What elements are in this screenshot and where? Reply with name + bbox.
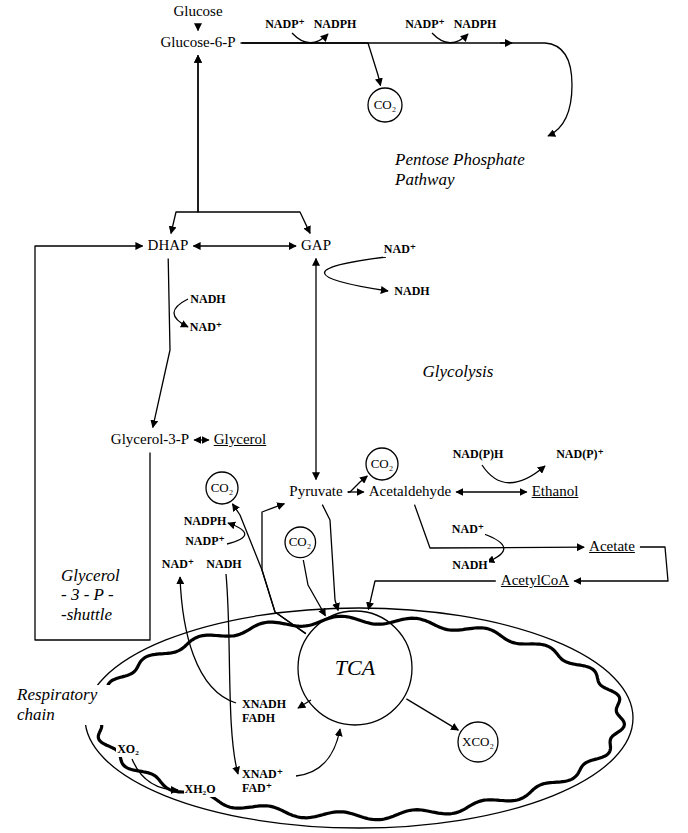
circle-shape	[285, 527, 316, 558]
node-text: AcetylCoA	[501, 572, 569, 589]
metabolite-node: DHAP	[145, 235, 192, 256]
metabolite-node: Glucose	[170, 1, 225, 22]
cofactor-label: NADPH	[313, 18, 358, 32]
pathway-name: Glycolysis	[422, 362, 495, 382]
cofactor-label: NADH	[451, 559, 488, 573]
reaction-arrow	[415, 505, 585, 548]
node-text: Acetate	[589, 538, 635, 555]
reaction-arrow	[315, 259, 316, 480]
cofactor-label: NADH	[393, 285, 430, 299]
reaction-arrow	[406, 699, 458, 730]
cofactor-label: NAD(P)⁺	[555, 448, 605, 462]
node-text: TCA	[335, 655, 375, 680]
node-text: DHAP	[148, 237, 189, 254]
reaction-arrow	[197, 25, 198, 31]
metabolite-node: Glycerol-3-P	[108, 429, 192, 450]
reaction-arrow	[153, 259, 170, 428]
node-text: CO₂	[374, 98, 397, 113]
cofactor-label: NADP⁺	[404, 18, 446, 32]
metabolite-node: Ethanol	[529, 481, 582, 502]
circle-shape	[206, 472, 238, 504]
node-text: Acetaldehyde	[369, 483, 451, 500]
node-text: GAP	[301, 237, 331, 254]
node-text: Respiratory chain	[17, 685, 113, 724]
reaction-arrow	[368, 581, 495, 610]
cofactor-label: NADP⁺	[264, 18, 306, 32]
cofactor-label: NAD⁺	[451, 523, 485, 537]
reaction-arrow	[194, 439, 209, 440]
metabolite-node: Glycerol	[211, 429, 269, 450]
cofactor-label: XNAD⁺ FAD⁺	[241, 768, 295, 796]
metabolite-node: AcetylCoA	[498, 570, 572, 591]
cofactor-label: NADPH	[183, 515, 228, 529]
node-text: CO₂	[371, 457, 394, 472]
circle-shape	[298, 611, 412, 725]
reaction-arrow	[303, 560, 325, 616]
node-text: XCO₂	[462, 735, 494, 750]
circle-node: CO₂	[367, 87, 403, 123]
metabolite-node: Acetaldehyde	[366, 481, 454, 502]
reaction-arrow	[198, 56, 310, 234]
mitochondrion-oval: Respiratory chainTCAXCO₂	[83, 606, 635, 830]
node-text: CO₂	[211, 481, 234, 496]
cofactor-label: NAD⁺	[383, 243, 417, 257]
outer-membrane	[85, 608, 633, 828]
reaction-arrow	[193, 245, 296, 246]
circle-node: XCO₂	[457, 721, 499, 763]
node-text: CO₂	[289, 535, 312, 550]
node-text: Pyruvate	[289, 483, 342, 500]
circle-node: TCA	[297, 610, 413, 726]
circle-shape	[368, 88, 402, 122]
node-text: Glycerol	[214, 431, 266, 448]
cofactor-label: NAD⁺	[161, 558, 195, 572]
node-text: Glucose	[173, 3, 222, 20]
cofactor-label: NADP⁺	[184, 535, 226, 549]
metabolite-node: Glucose-6-P	[158, 32, 239, 53]
node-text: Ethanol	[532, 483, 579, 500]
circle-shape	[458, 722, 498, 762]
circle-node: CO₂	[365, 447, 399, 481]
oval-outline	[83, 606, 635, 830]
metabolite-node: Pyruvate	[286, 481, 345, 502]
pathway-name: Glycerol - 3 - P - -shuttle	[60, 566, 124, 625]
reaction-arrow	[322, 505, 338, 611]
cofactor-label: NADPH	[453, 18, 498, 32]
cofactor-label: NAD⁺	[189, 321, 223, 335]
cofactor-label: XH₂O	[184, 783, 217, 797]
reaction-arrow	[171, 56, 198, 234]
pathway-name: Pentose Phosphate Pathway	[394, 150, 586, 189]
circle-node: CO₂	[284, 526, 317, 559]
cofactor-label: NADH	[189, 293, 226, 307]
node-text: Glycerol-3-P	[111, 431, 189, 448]
reaction-arrow	[348, 476, 368, 492]
circle-node: CO₂	[205, 471, 239, 505]
cofactor-label: NAD(P)H	[452, 448, 505, 462]
cofactor-label: XO₂	[116, 743, 140, 757]
metabolite-node: GAP	[298, 235, 334, 256]
circle-shape	[366, 448, 398, 480]
reaction-arrow	[456, 491, 527, 492]
metabolite-node: Acetate	[586, 536, 638, 557]
cofactor-label: NADH	[205, 558, 242, 572]
node-text: Glucose-6-P	[161, 34, 236, 51]
cofactor-label: XNADH FADH	[241, 698, 295, 726]
inner-membrane	[94, 616, 625, 819]
reaction-arrow	[241, 43, 381, 86]
